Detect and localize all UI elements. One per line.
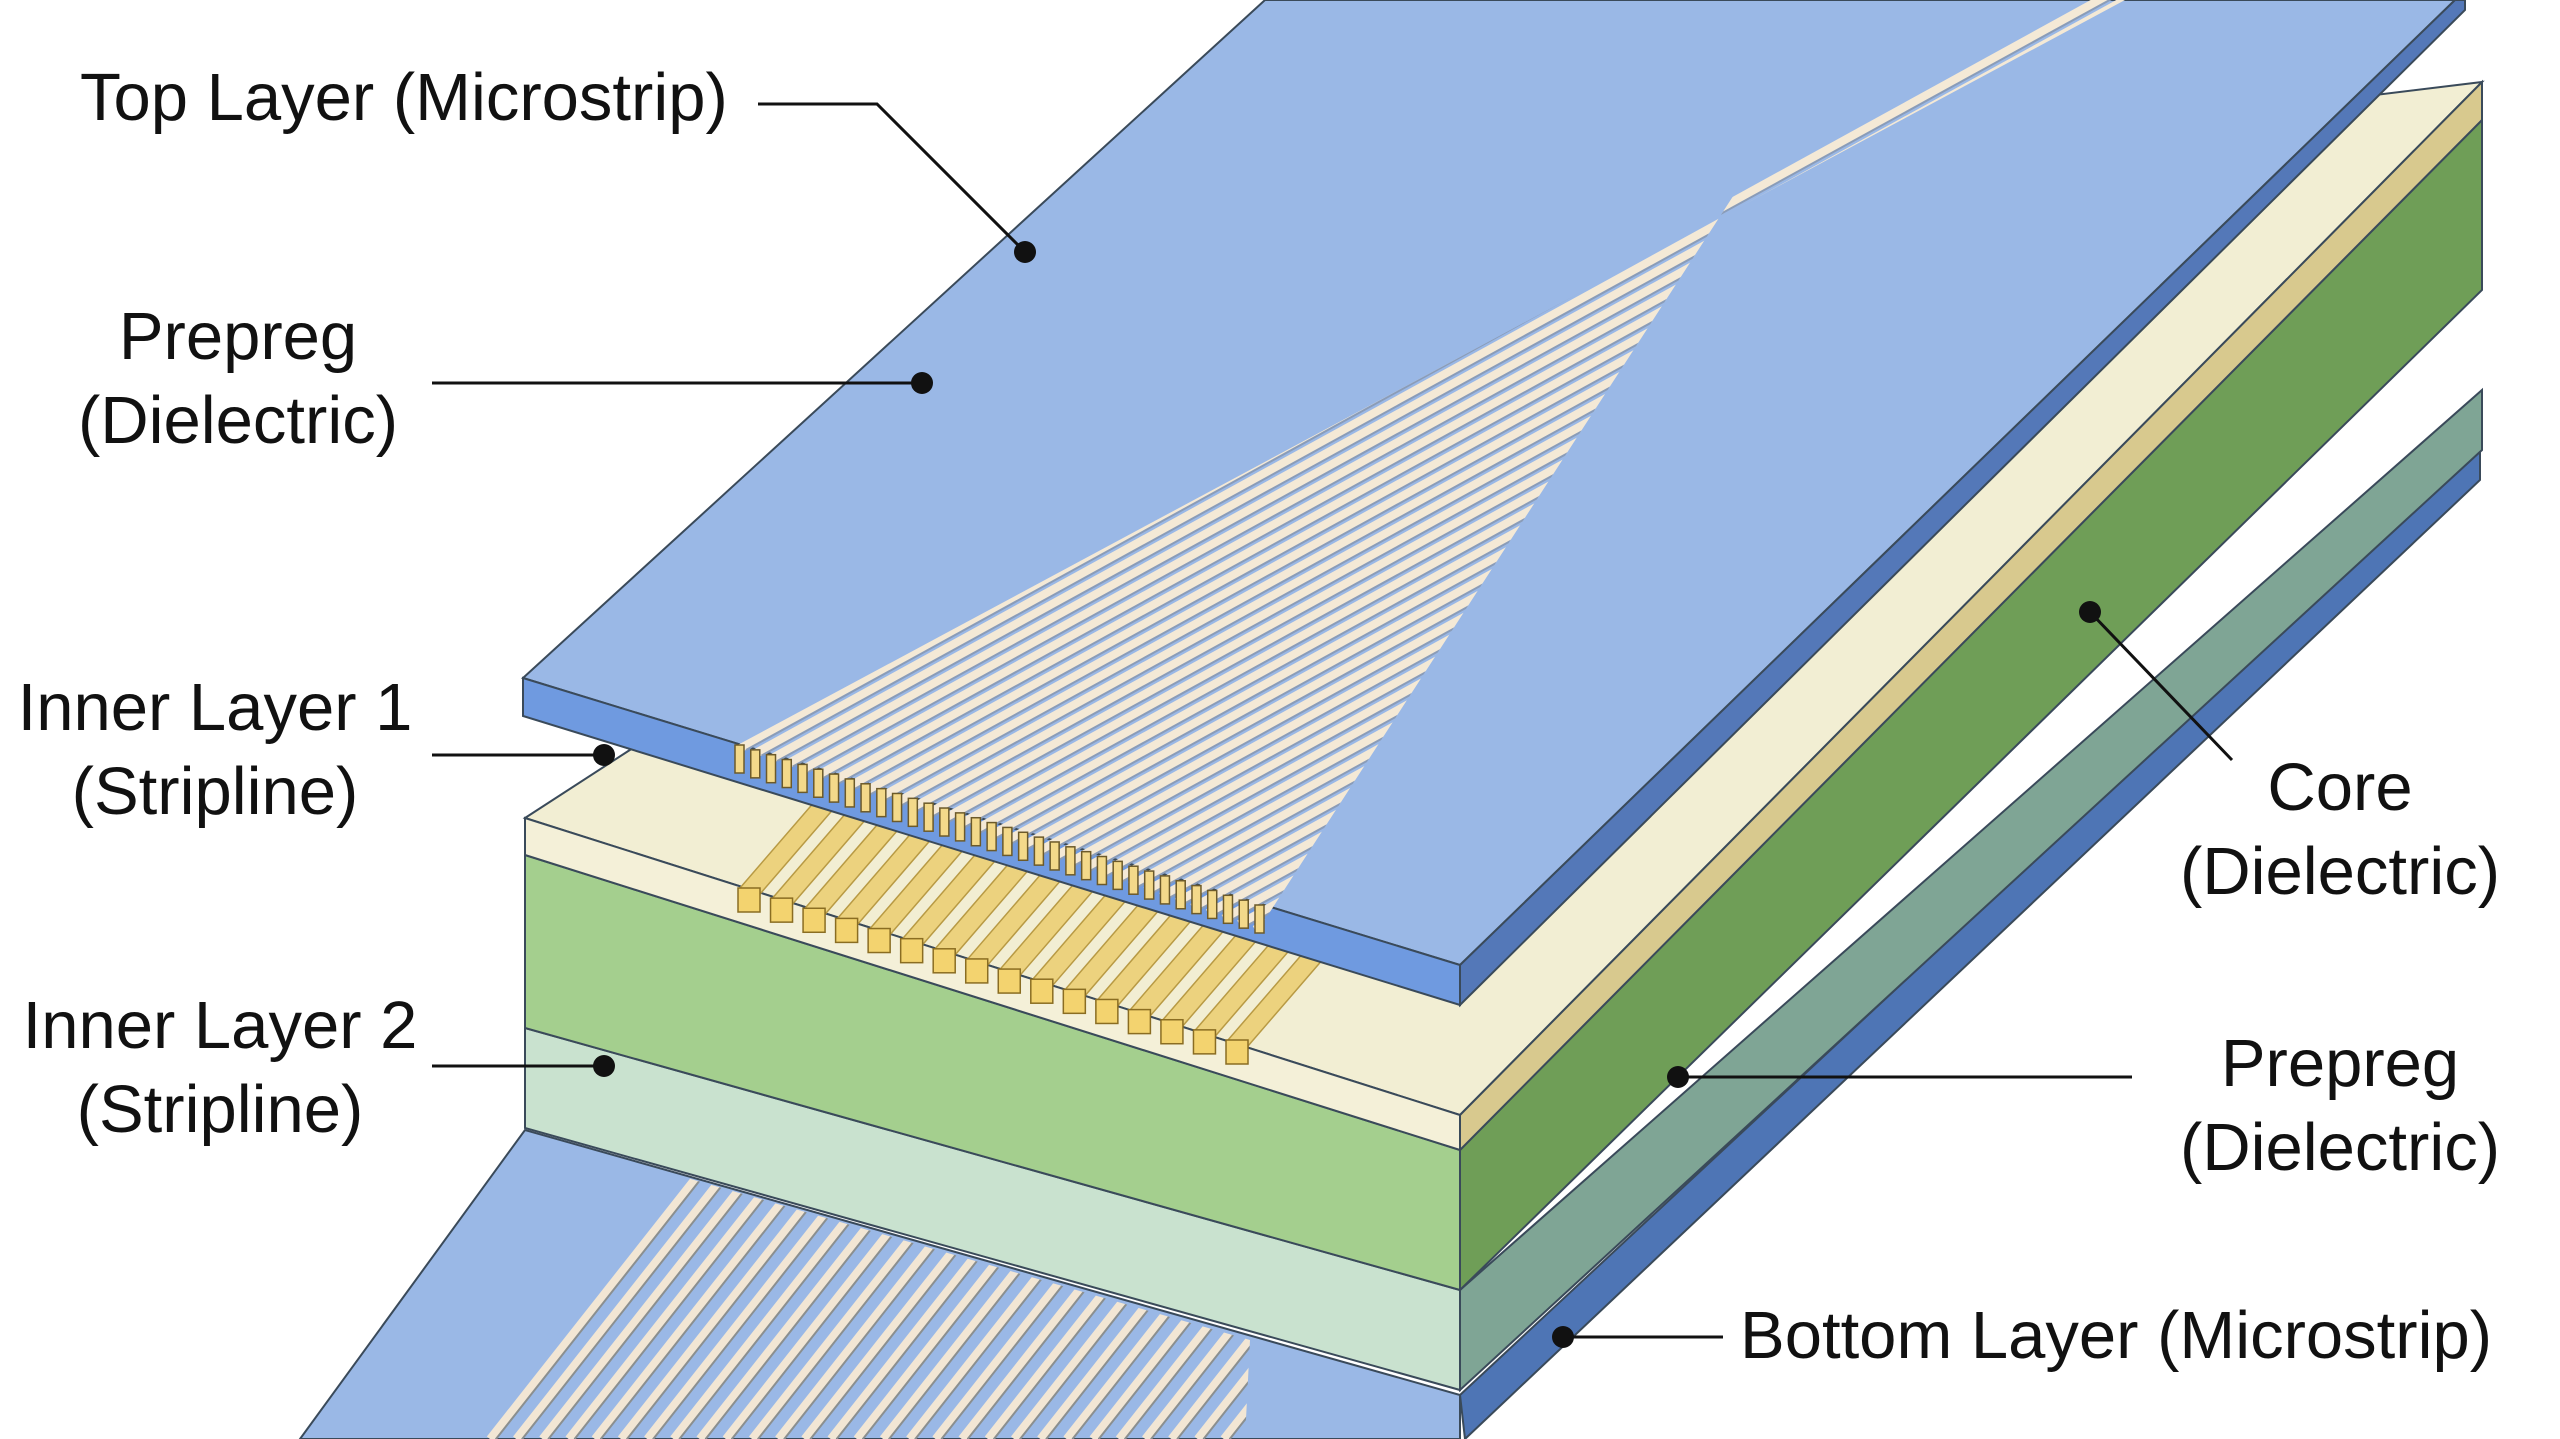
top-trace-end xyxy=(844,778,856,808)
label-inner-layer-1: Inner Layer 1 (Stripline) xyxy=(10,666,420,834)
label-top-layer: Top Layer (Microstrip) xyxy=(80,56,728,140)
top-trace-end xyxy=(876,787,887,818)
top-trace-end xyxy=(813,768,824,798)
bottom-trace-edge xyxy=(1176,1150,1250,1439)
top-trace-end xyxy=(1080,850,1092,881)
top-trace-end xyxy=(1222,894,1234,925)
inner1-trace-end xyxy=(1062,988,1087,1015)
top-trace-end xyxy=(1143,870,1155,900)
top-trace-end xyxy=(1175,880,1186,910)
label-prepreg-right-line1: Prepreg xyxy=(2220,1026,2460,1101)
label-core: Core (Dielectric) xyxy=(2170,746,2510,914)
top-trace-end xyxy=(1017,831,1029,862)
bottom-trace-edge xyxy=(1124,1150,1250,1439)
top-trace-end xyxy=(1254,904,1265,934)
top-trace-end xyxy=(860,783,871,813)
top-trace-end xyxy=(750,749,761,779)
bottom-trace xyxy=(1168,1150,1250,1439)
top-trace-end xyxy=(970,816,982,847)
dot-core xyxy=(2079,601,2101,623)
inner1-trace-end xyxy=(1225,1039,1249,1065)
inner1-trace-end xyxy=(737,887,761,913)
label-inner-layer-2-line2: (Stripline) xyxy=(76,1072,364,1147)
top-trace-end xyxy=(1002,826,1013,857)
top-trace-end xyxy=(1033,836,1045,866)
leader-core xyxy=(2088,610,2234,762)
top-trace-end xyxy=(1206,889,1218,920)
label-bottom-layer-text: Bottom Layer (Microstrip) xyxy=(1740,1298,2493,1373)
bottom-trace xyxy=(1142,1150,1250,1439)
inner1-trace-end xyxy=(802,907,826,934)
top-trace-end xyxy=(986,821,997,852)
top-layer-trace-ends xyxy=(734,744,1265,934)
top-trace-end xyxy=(1128,865,1139,895)
leader-lines xyxy=(432,102,2234,1339)
top-trace-end xyxy=(1159,875,1171,905)
bottom-trace xyxy=(1194,1150,1250,1439)
inner1-trace-end xyxy=(932,948,956,974)
top-trace-end xyxy=(828,773,840,803)
inner1-trace-end xyxy=(997,968,1022,994)
dot-bottom-layer xyxy=(1552,1326,1574,1348)
top-trace-end xyxy=(907,797,919,828)
top-trace-end xyxy=(1049,841,1060,871)
inner1-trace-end xyxy=(769,897,794,923)
top-trace-end xyxy=(954,812,966,842)
top-trace-end xyxy=(765,753,777,784)
dot-inner-layer-2 xyxy=(593,1055,615,1077)
leader-dots xyxy=(593,241,2101,1348)
inner1-trace-end xyxy=(899,937,924,964)
dot-prepreg-top xyxy=(911,372,933,394)
label-inner-layer-2-line1: Inner Layer 2 xyxy=(22,988,418,1063)
top-trace-end xyxy=(1112,860,1123,891)
inner1-trace-end xyxy=(1127,1008,1152,1035)
top-trace-edge xyxy=(745,0,2125,751)
label-prepreg-top-line1: Prepreg xyxy=(118,299,358,374)
top-trace-end xyxy=(734,744,745,774)
top-trace-end xyxy=(1191,884,1202,915)
top-trace-end xyxy=(1238,899,1249,929)
inner1-trace-end xyxy=(1160,1018,1184,1045)
top-trace-end xyxy=(939,807,950,837)
top-trace-end xyxy=(781,758,793,789)
label-bottom-layer: Bottom Layer (Microstrip) xyxy=(1740,1294,2492,1378)
top-trace-end xyxy=(797,763,808,794)
dot-prepreg-right xyxy=(1667,1066,1689,1088)
dot-inner-layer-1 xyxy=(593,744,615,766)
inner1-trace-end xyxy=(1192,1029,1217,1055)
label-prepreg-right-line2: (Dielectric) xyxy=(2179,1110,2501,1185)
top-trace-end xyxy=(923,802,934,832)
label-core-line2: (Dielectric) xyxy=(2179,834,2501,909)
inner1-trace-end xyxy=(1030,978,1054,1004)
label-core-line1: Core xyxy=(2267,750,2413,825)
inner1-trace-end xyxy=(834,917,859,944)
inner-layer-2-slab xyxy=(524,387,2483,1393)
label-inner-layer-1-line2: (Stripline) xyxy=(71,754,359,829)
inner1-trace-end xyxy=(964,958,989,984)
leader-top-layer xyxy=(758,102,1027,254)
label-prepreg-top: Prepreg (Dielectric) xyxy=(58,295,418,463)
label-inner-layer-2: Inner Layer 2 (Stripline) xyxy=(10,984,430,1152)
label-top-layer-text: Top Layer (Microstrip) xyxy=(80,60,728,135)
bottom-trace-edge xyxy=(1150,1150,1250,1439)
label-prepreg-right: Prepreg (Dielectric) xyxy=(2170,1022,2510,1190)
top-trace-end xyxy=(1096,855,1108,886)
top-trace-end xyxy=(891,792,903,823)
dot-top-layer xyxy=(1014,241,1036,263)
top-trace-end xyxy=(1065,846,1076,876)
inner1-trace-end xyxy=(867,927,891,954)
label-prepreg-top-line2: (Dielectric) xyxy=(77,383,399,458)
label-inner-layer-1-line1: Inner Layer 1 xyxy=(17,670,413,745)
inner1-trace-end xyxy=(1095,998,1119,1025)
bottom-trace-edge xyxy=(1202,1150,1250,1439)
